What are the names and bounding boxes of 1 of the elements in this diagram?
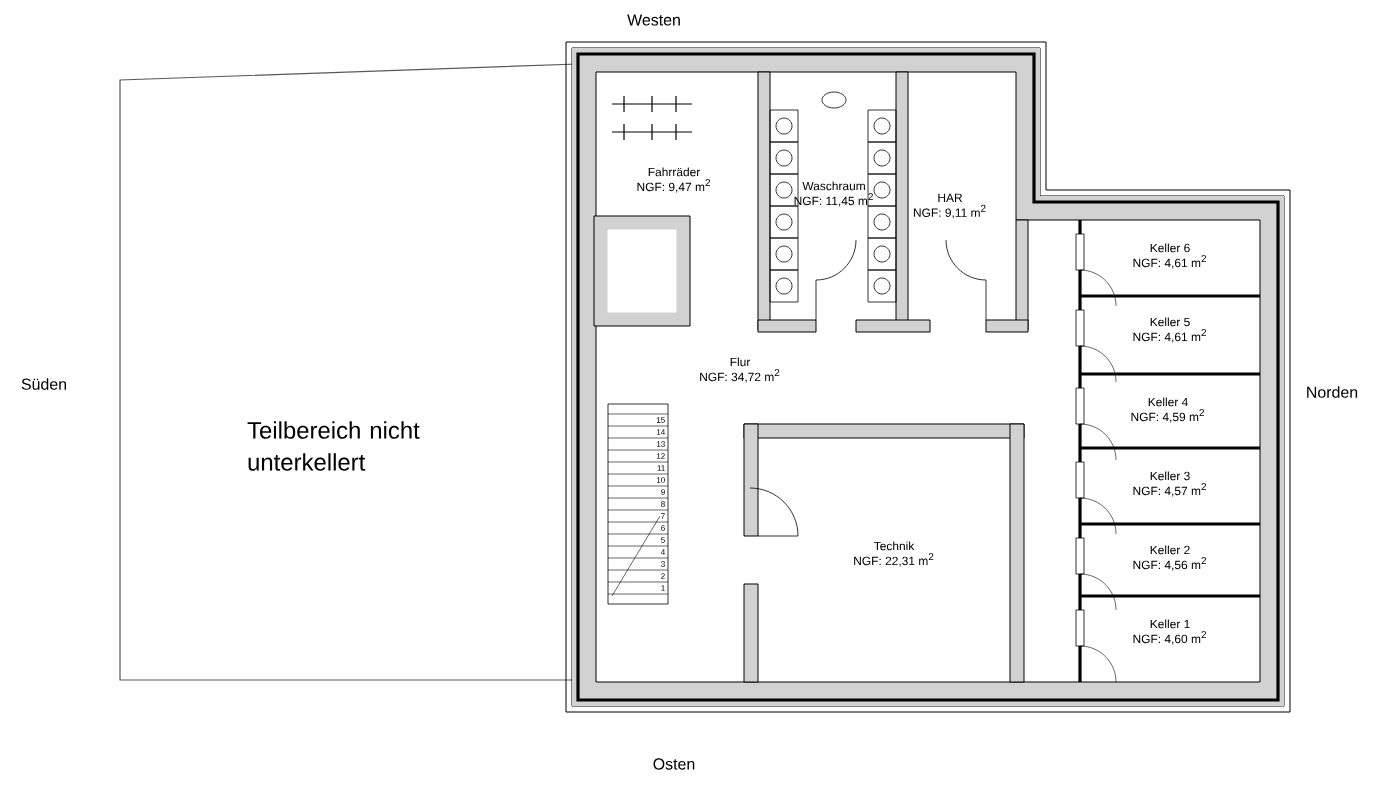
area-label: Teilbereich nicht unterkellert bbox=[247, 421, 420, 471]
